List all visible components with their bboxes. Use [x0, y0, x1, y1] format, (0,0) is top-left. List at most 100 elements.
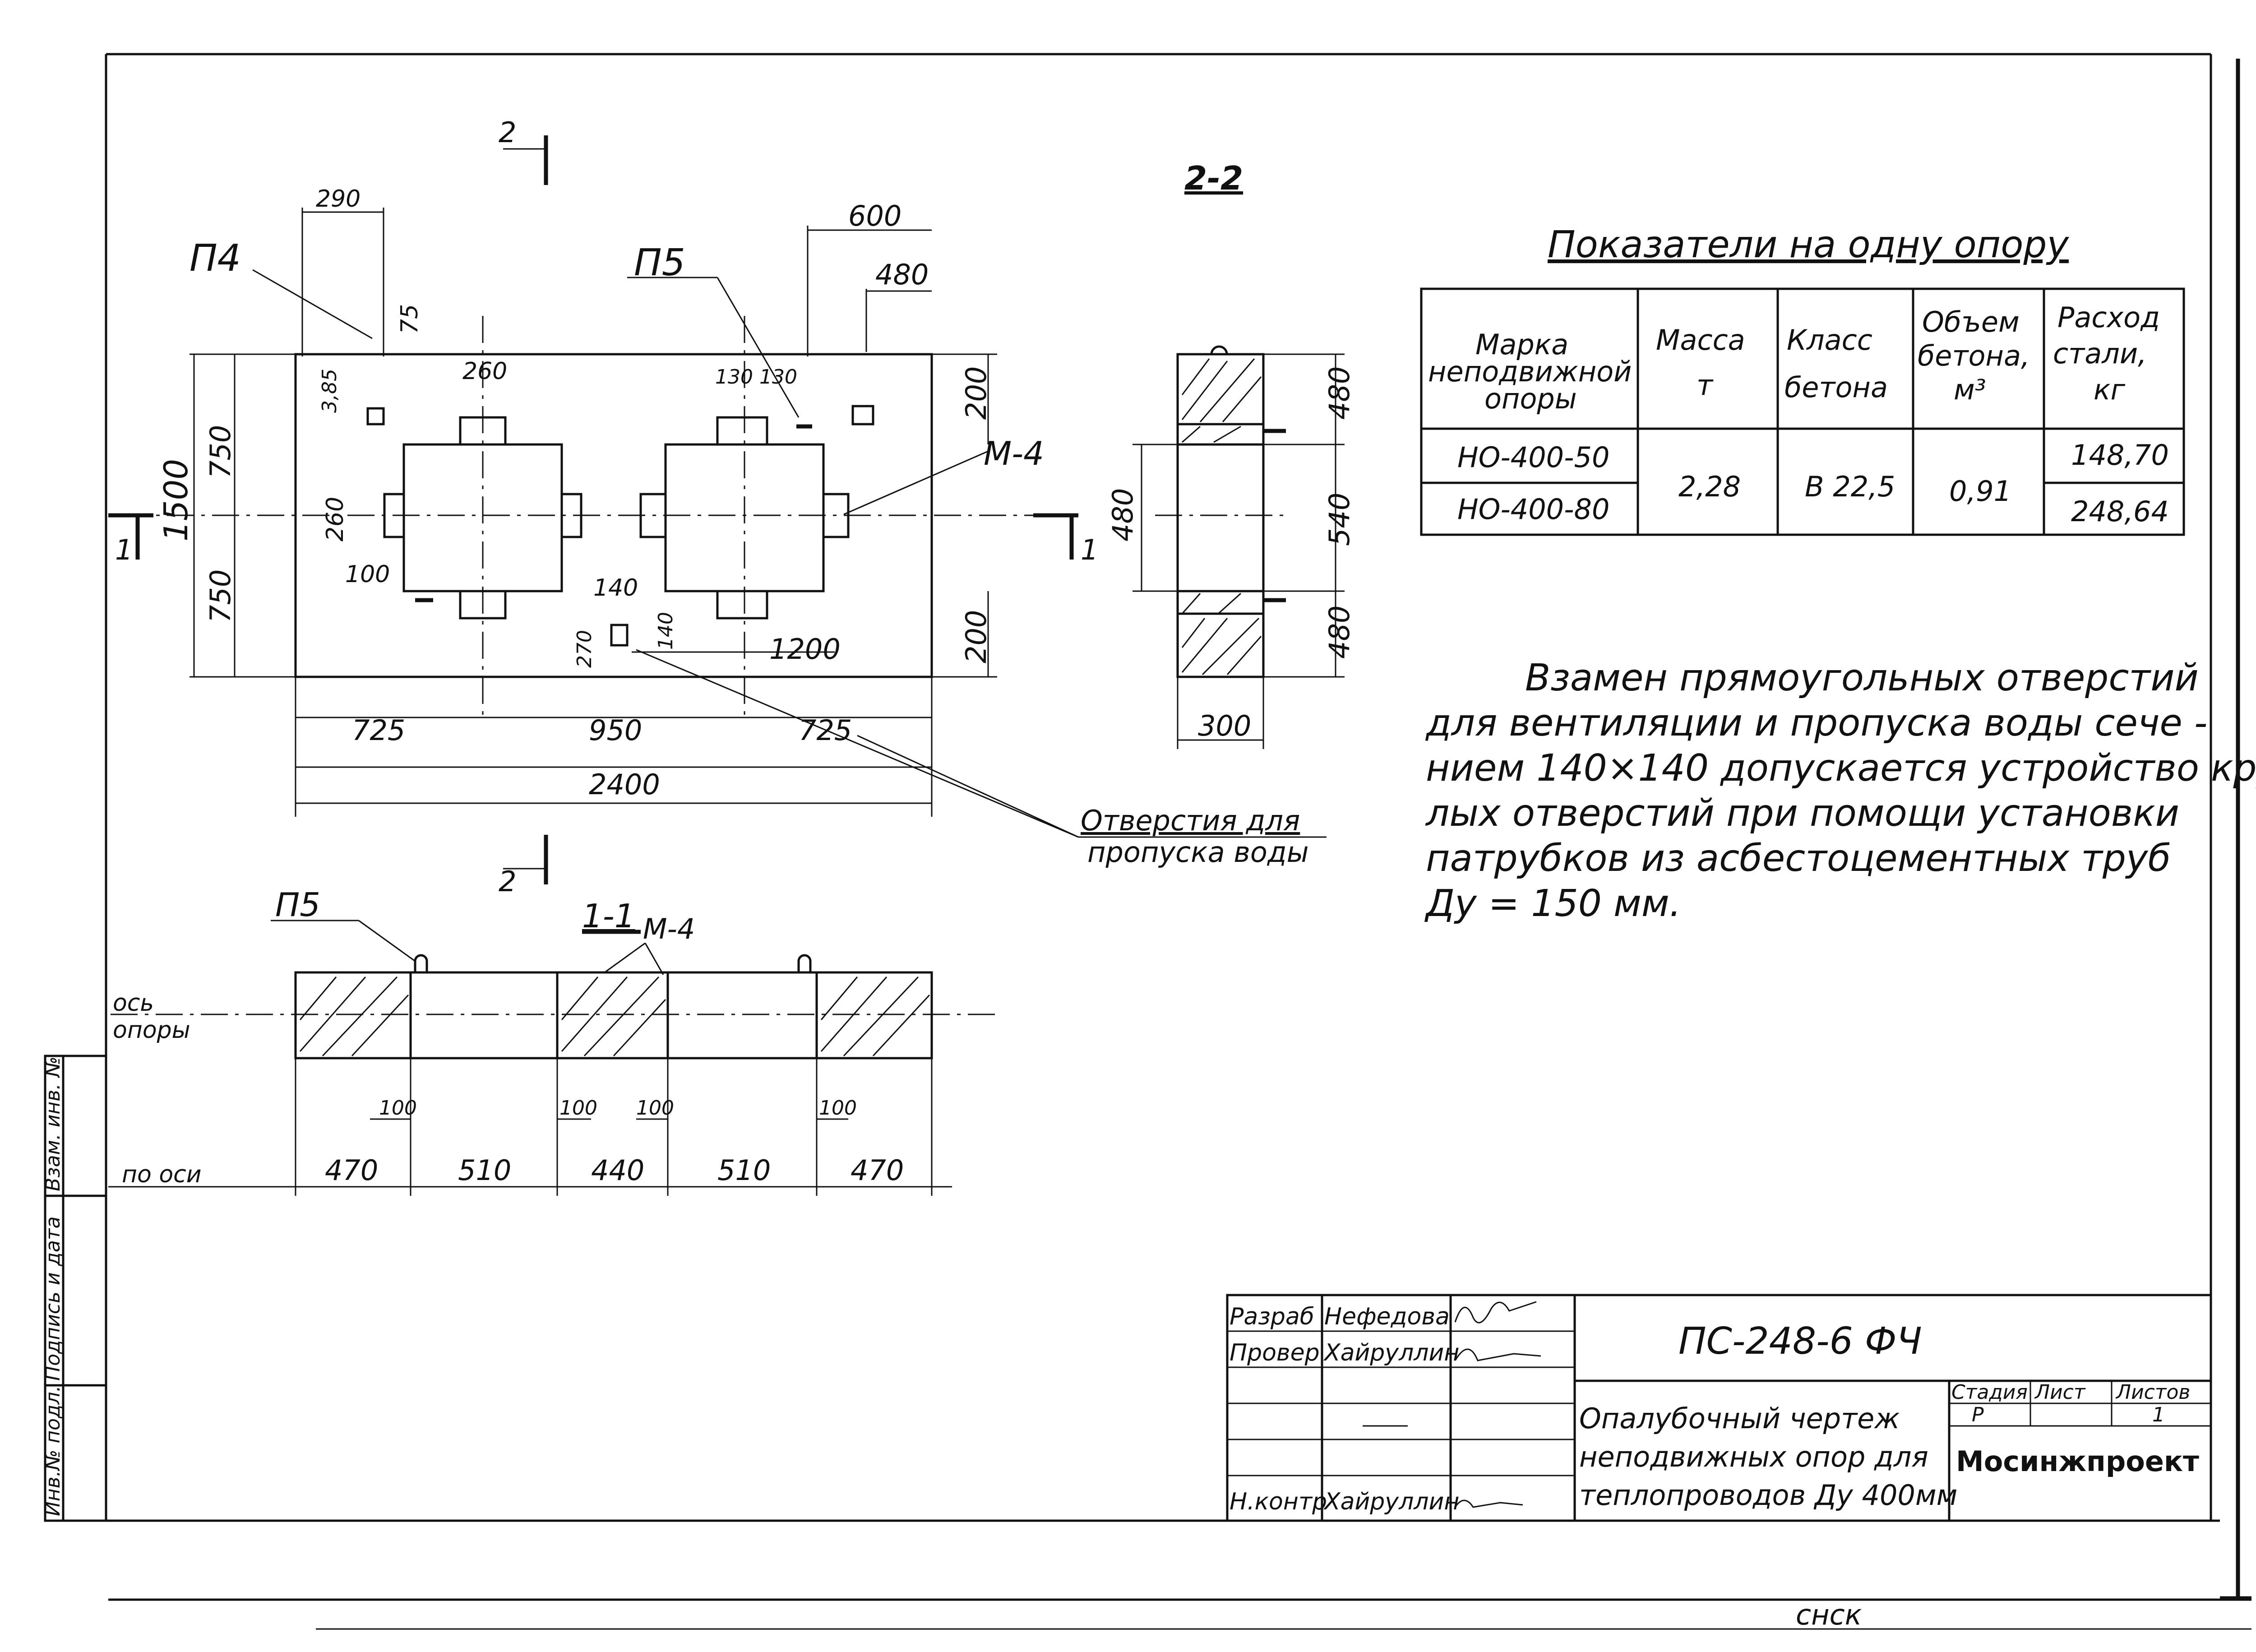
role-6: Н.контр: [1230, 1488, 1327, 1515]
dim-200-b: 200: [960, 610, 993, 663]
th-mark-2: неподвижной: [1428, 355, 1632, 388]
s11-small-dim-1: 100: [379, 1097, 417, 1120]
th-steel-3: кг: [2094, 373, 2125, 406]
stage-value: Р: [1972, 1403, 1984, 1426]
dim-140-b: 140: [654, 612, 677, 650]
side-stamp-vzam: Взам. инв. №: [42, 1056, 65, 1191]
axis-label-line1: ось: [113, 990, 154, 1017]
dim-1200: 1200: [769, 633, 841, 666]
s22-dim-540: 540: [1323, 493, 1356, 546]
note-block: Взамен прямоугольных отверстий для венти…: [1424, 657, 2256, 925]
dim-290: 290: [316, 185, 361, 213]
dim-130: 130 130: [715, 366, 797, 389]
dim-385: 3,85: [318, 369, 341, 413]
side-stamp-sign: Подпись и дата: [42, 1217, 65, 1381]
th-mark-3: опоры: [1484, 382, 1577, 415]
signature-1: [1454, 1301, 1537, 1323]
th-vol-3: м³: [1954, 373, 1986, 406]
dim-270: 270: [573, 630, 596, 668]
signature-3: [1454, 1499, 1523, 1508]
cut-2-top: 2: [499, 116, 548, 185]
th-mass-2: т: [1697, 369, 1714, 402]
s11-bottom-dim-3: 440: [591, 1154, 644, 1187]
section-1-1-title: 1-1: [582, 897, 635, 935]
dim-950: 950: [589, 714, 642, 747]
water-note-line2: пропуска воды: [1087, 836, 1309, 869]
s22-dim-300: 300: [1198, 709, 1251, 742]
plan-view: П4 П5 М-4 290 75 3,85 260 600 480 130 13…: [108, 116, 1327, 898]
document-code: ПС-248-6 ФЧ: [1678, 1320, 1922, 1363]
dim-140-a: 140: [593, 574, 638, 602]
description-line-3: теплопроводов Ду 400мм: [1579, 1479, 1957, 1512]
dim-1500: 1500: [157, 459, 195, 541]
row2-mark: НО-400-80: [1457, 493, 1609, 526]
stage-label: Стадия: [1951, 1381, 2028, 1404]
mark-m4-section: М-4: [643, 912, 695, 945]
signature-2: [1454, 1348, 1541, 1361]
cut-2-bottom: 2: [499, 835, 548, 898]
th-vol-1: Объем: [1922, 305, 2020, 338]
dim-200-a: 200: [960, 366, 993, 420]
note-line-5: патрубков из асбестоцементных труб: [1426, 837, 2171, 880]
sheet-label: Лист: [2034, 1381, 2086, 1404]
organization: Мосинжпроект: [1956, 1445, 2199, 1478]
indicators-table: Показатели на одну опору Марка неподвижн…: [1420, 223, 2185, 536]
s22-dim-480-left: 480: [1106, 488, 1139, 541]
s22-dim-480-b: 480: [1323, 606, 1356, 659]
s11-bottom-dim-1: 470: [325, 1154, 378, 1187]
plan-dimension-lines: [190, 208, 997, 817]
dim-725-a: 725: [352, 714, 405, 747]
title-block: Разраб Провер Н.контр Нефедова Хайруллин…: [1226, 1294, 2212, 1522]
section-1-1-hatching: [299, 976, 930, 1057]
dim-2400: 2400: [589, 768, 660, 801]
th-steel-1: Расход: [2057, 301, 2160, 334]
mark-p5-section: П5: [275, 886, 320, 924]
s11-bottom-dim-2: 510: [458, 1154, 511, 1187]
svg-text:2: 2: [499, 116, 516, 149]
note-line-1: Взамен прямоугольных отверстий: [1525, 657, 2199, 699]
section-1-1: 1-1 П5 М-4 ось опоры: [108, 886, 997, 1196]
sheet-frame: [105, 53, 2251, 1630]
s11-small-dim-4: 100: [819, 1097, 857, 1120]
svg-text:1: 1: [1081, 533, 1098, 566]
name-2: Хайруллин: [1323, 1339, 1459, 1366]
sheets-value: 1: [2152, 1403, 2165, 1426]
dim-725-b: 725: [799, 714, 852, 747]
section-2-2-title: 2-2: [1184, 159, 1243, 197]
mark-m4-plan: М-4: [984, 435, 1044, 472]
th-class-2: бетона: [1784, 371, 1888, 404]
sheets-label: Листов: [2115, 1381, 2190, 1404]
role-1: Разраб: [1230, 1303, 1314, 1330]
th-mass-1: Масса: [1656, 324, 1745, 356]
bottom-scribble: снск: [1796, 1598, 1862, 1631]
dim-750-b: 750: [204, 569, 237, 623]
mark-p4: П4: [190, 237, 241, 280]
s11-bottom-dim-5: 470: [851, 1154, 904, 1187]
cell-mass: 2,28: [1678, 470, 1741, 503]
dim-480-top: 480: [875, 258, 929, 291]
description-line-1: Опалубочный чертеж: [1579, 1402, 1900, 1435]
note-line-3: нием 140×140 допускается устройство круг…: [1426, 747, 2256, 790]
dim-100: 100: [345, 561, 390, 588]
water-note-line1: Отверстия для: [1081, 804, 1300, 837]
s11-small-dim-2: 100: [559, 1097, 597, 1120]
th-mark-1: Марка: [1475, 328, 1568, 361]
note-line-6: Ду = 150 мм.: [1424, 882, 1681, 925]
svg-text:1: 1: [115, 533, 133, 566]
th-steel-2: стали,: [2053, 337, 2147, 370]
dim-750-a: 750: [204, 425, 237, 478]
note-line-2: для вентиляции и пропуска воды сече -: [1425, 702, 2208, 745]
role-2: Провер: [1230, 1339, 1320, 1366]
cell-volume: 0,91: [1949, 475, 2011, 508]
dim-75: 75: [396, 304, 423, 334]
side-stamp: Инв.№ подл. Подпись и дата Взам. инв. №: [42, 1055, 107, 1522]
note-line-4: лых отверстий при помощи установки: [1425, 792, 2179, 835]
s11-bottom-dim-4: 510: [717, 1154, 771, 1187]
svg-text:2: 2: [499, 865, 516, 898]
row1-mark: НО-400-50: [1457, 441, 1609, 474]
dim-260-top: 260: [462, 358, 507, 385]
section-2-2: 2-2 480 540 480 480: [1106, 159, 1356, 749]
th-vol-2: бетона,: [1918, 339, 2030, 372]
s22-dim-480-a: 480: [1323, 366, 1356, 420]
